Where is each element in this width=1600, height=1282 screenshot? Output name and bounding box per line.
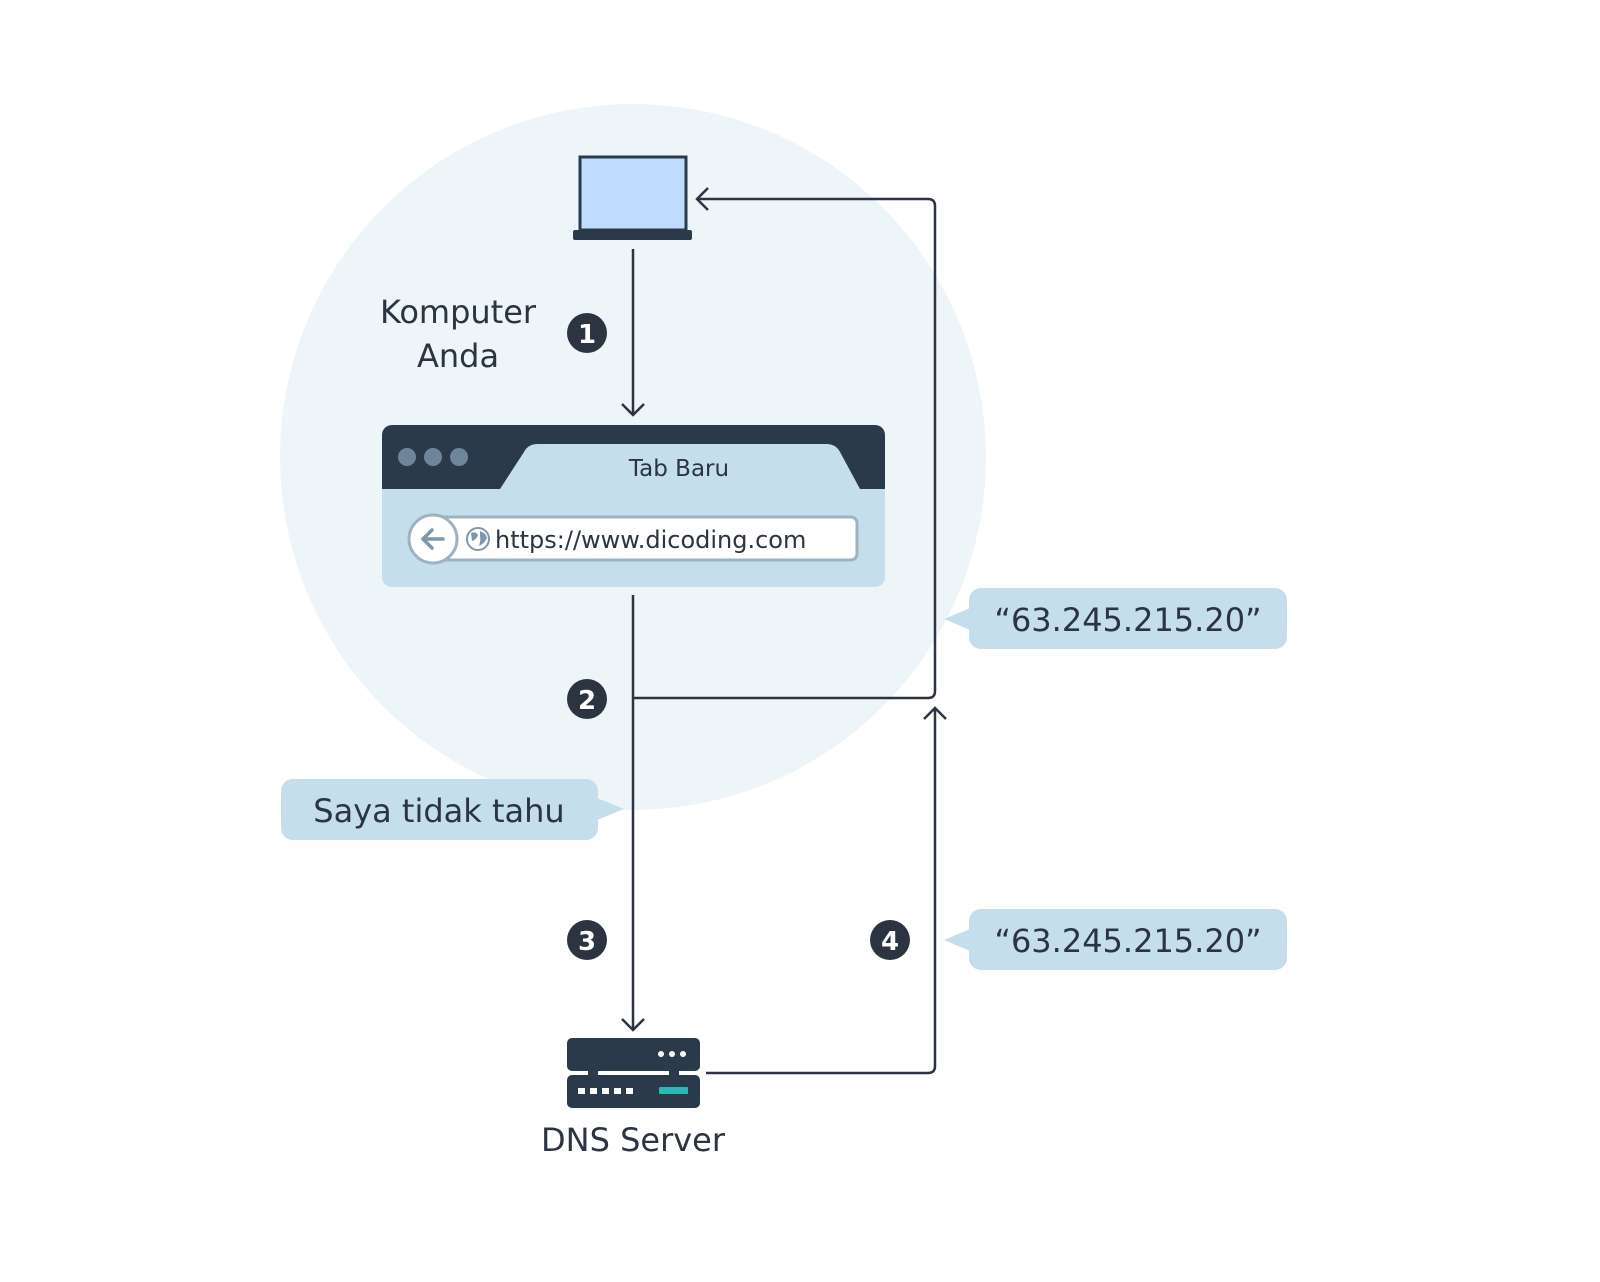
globe-icon (466, 527, 490, 551)
svg-text:3: 3 (578, 927, 596, 957)
svg-text:4: 4 (881, 927, 899, 957)
laptop-icon (573, 155, 692, 240)
bubble-ip-top-text: “63.245.215.20” (994, 601, 1261, 639)
window-dot-icon (450, 448, 468, 466)
dns-server-label: DNS Server (541, 1121, 726, 1159)
step-badge-1: 1 (567, 313, 607, 353)
speech-bubble-ip-top (944, 588, 1287, 649)
step-badge-2: 2 (567, 679, 607, 719)
speech-bubble-unknown (281, 779, 624, 840)
svg-text:2: 2 (578, 686, 596, 716)
tab-new[interactable]: Tab Baru (628, 456, 729, 482)
speech-bubble-ip-bottom (944, 909, 1287, 970)
computer-label-line1: Komputer (380, 293, 537, 331)
arrow-laptop-to-browser (621, 249, 645, 417)
computer-label-line2: Anda (417, 337, 499, 375)
url-text[interactable]: https://www.dicoding.com (495, 526, 806, 554)
arrow-dns-response (706, 706, 947, 1075)
step-badge-3: 3 (567, 920, 607, 960)
step-badge-4: 4 (870, 920, 910, 960)
back-arrow-icon[interactable] (407, 513, 459, 565)
bubble-ip-bottom-text: “63.245.215.20” (994, 922, 1261, 960)
arrow-ip-to-laptop (633, 187, 937, 700)
bubble-unknown-text: Saya tidak tahu (313, 792, 564, 830)
browser-window (382, 425, 885, 587)
window-dot-icon (398, 448, 416, 466)
window-dot-icon (424, 448, 442, 466)
arrow-browser-to-dns (621, 595, 645, 1032)
svg-text:1: 1 (578, 320, 596, 350)
dns-server-icon (567, 1038, 700, 1108)
